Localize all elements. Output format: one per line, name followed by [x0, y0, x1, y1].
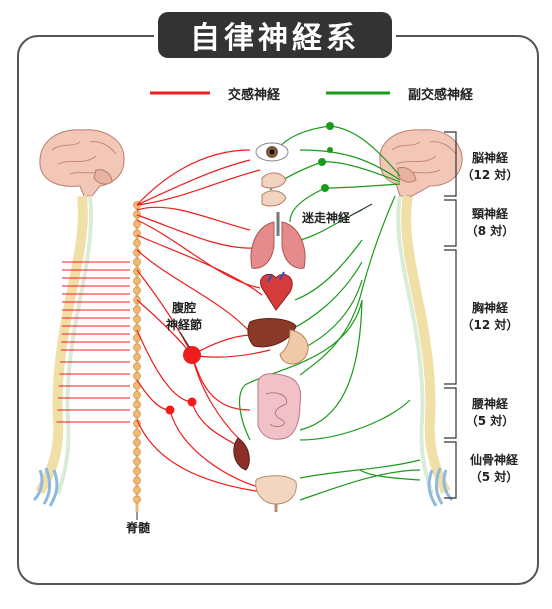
- celiac-label-line1: 腹腔: [171, 301, 196, 315]
- bladder-icon: [255, 475, 297, 512]
- ganglion-bead: [133, 429, 141, 437]
- ganglion-bead: [133, 448, 141, 456]
- ganglion-bead: [133, 210, 141, 219]
- ganglion-bead: [133, 305, 141, 314]
- salivary-gland-icon: [261, 172, 287, 207]
- ganglion-bead: [133, 258, 141, 266]
- vagus-nerve-label: 迷走神経: [301, 211, 350, 225]
- celiac-ganglion-label: 腹腔 神経節: [162, 300, 206, 334]
- left-spine-icon: [32, 195, 94, 507]
- stomach-icon: [279, 329, 309, 365]
- liver-icon: [247, 318, 297, 348]
- nerve-group-name: 胸神経: [471, 301, 508, 315]
- right-brain-icon: [379, 129, 463, 197]
- nerve-group-brackets: [444, 131, 457, 499]
- nerve-group-sacral: 仙骨神経 （5 対）: [458, 452, 530, 486]
- nerve-group-count: （5 対）: [465, 414, 515, 428]
- eye-icon: [255, 142, 289, 162]
- ganglion-bead: [133, 419, 141, 428]
- ganglion-bead: [133, 391, 141, 399]
- page-title: 自律神経系: [158, 12, 392, 58]
- ganglion-bead: [133, 457, 141, 466]
- ganglion-bead: [133, 372, 141, 380]
- nerve-group-count: （12 対）: [461, 168, 519, 182]
- ganglion-bead: [133, 438, 141, 447]
- ganglion-bead: [133, 324, 141, 333]
- kidney-icon: [233, 437, 250, 471]
- spinal-nerve-lines: [56, 261, 130, 423]
- nerve-group-count: （5 対）: [469, 470, 519, 484]
- ganglion-node-lower: [187, 397, 197, 407]
- heart-icon: [260, 271, 293, 311]
- ganglion-bead: [133, 486, 141, 494]
- ganglion-bead: [133, 467, 141, 475]
- nerve-group-thoracic: 胸神経 （12 対）: [460, 300, 520, 334]
- parasympathetic-ganglia: [318, 122, 334, 192]
- ganglion-bead: [133, 495, 141, 504]
- nerve-group-cervical: 頸神経 （8 対）: [460, 206, 520, 240]
- nerve-group-name: 仙骨神経: [469, 453, 518, 467]
- lungs-icon: [250, 212, 306, 269]
- ganglion-node-small: [165, 405, 175, 415]
- ganglion-bead: [133, 410, 141, 418]
- ganglion-bead: [133, 343, 141, 352]
- ganglion-bead: [133, 286, 141, 295]
- nerve-group-name: 脳神経: [471, 151, 508, 165]
- ganglion-bead: [133, 362, 141, 371]
- ganglion-bead: [133, 400, 141, 409]
- legend-sympathetic: 交感神経: [228, 88, 281, 103]
- ganglion-bead: [133, 353, 141, 361]
- nerve-group-name: 頸神経: [471, 207, 508, 221]
- nerve-group-count: （8 対）: [465, 224, 515, 238]
- nerve-group-count: （12 対）: [461, 318, 519, 332]
- nerve-group-name: 腰神経: [471, 397, 508, 411]
- right-spine-icon: [396, 195, 454, 507]
- ganglion-bead: [133, 315, 141, 323]
- intestine-icon: [257, 373, 302, 440]
- sympathetic-ganglia: [133, 201, 141, 504]
- nerve-group-cranial: 脳神経 （12 対）: [460, 150, 520, 184]
- ganglion-bead: [133, 476, 141, 485]
- ganglion-bead: [133, 277, 141, 285]
- celiac-label-line2: 神経節: [165, 318, 202, 332]
- celiac-pointer: [179, 331, 191, 349]
- nerve-group-lumbar: 腰神経 （5 対）: [460, 396, 520, 430]
- vagus-pointer: [349, 203, 373, 217]
- celiac-ganglion-node: [183, 346, 201, 364]
- left-brain-icon: [39, 129, 125, 197]
- legend-parasympathetic: 副交感神経: [408, 88, 474, 103]
- ganglion-bead: [133, 239, 141, 247]
- spinal-cord-label: 脊髄: [125, 521, 150, 535]
